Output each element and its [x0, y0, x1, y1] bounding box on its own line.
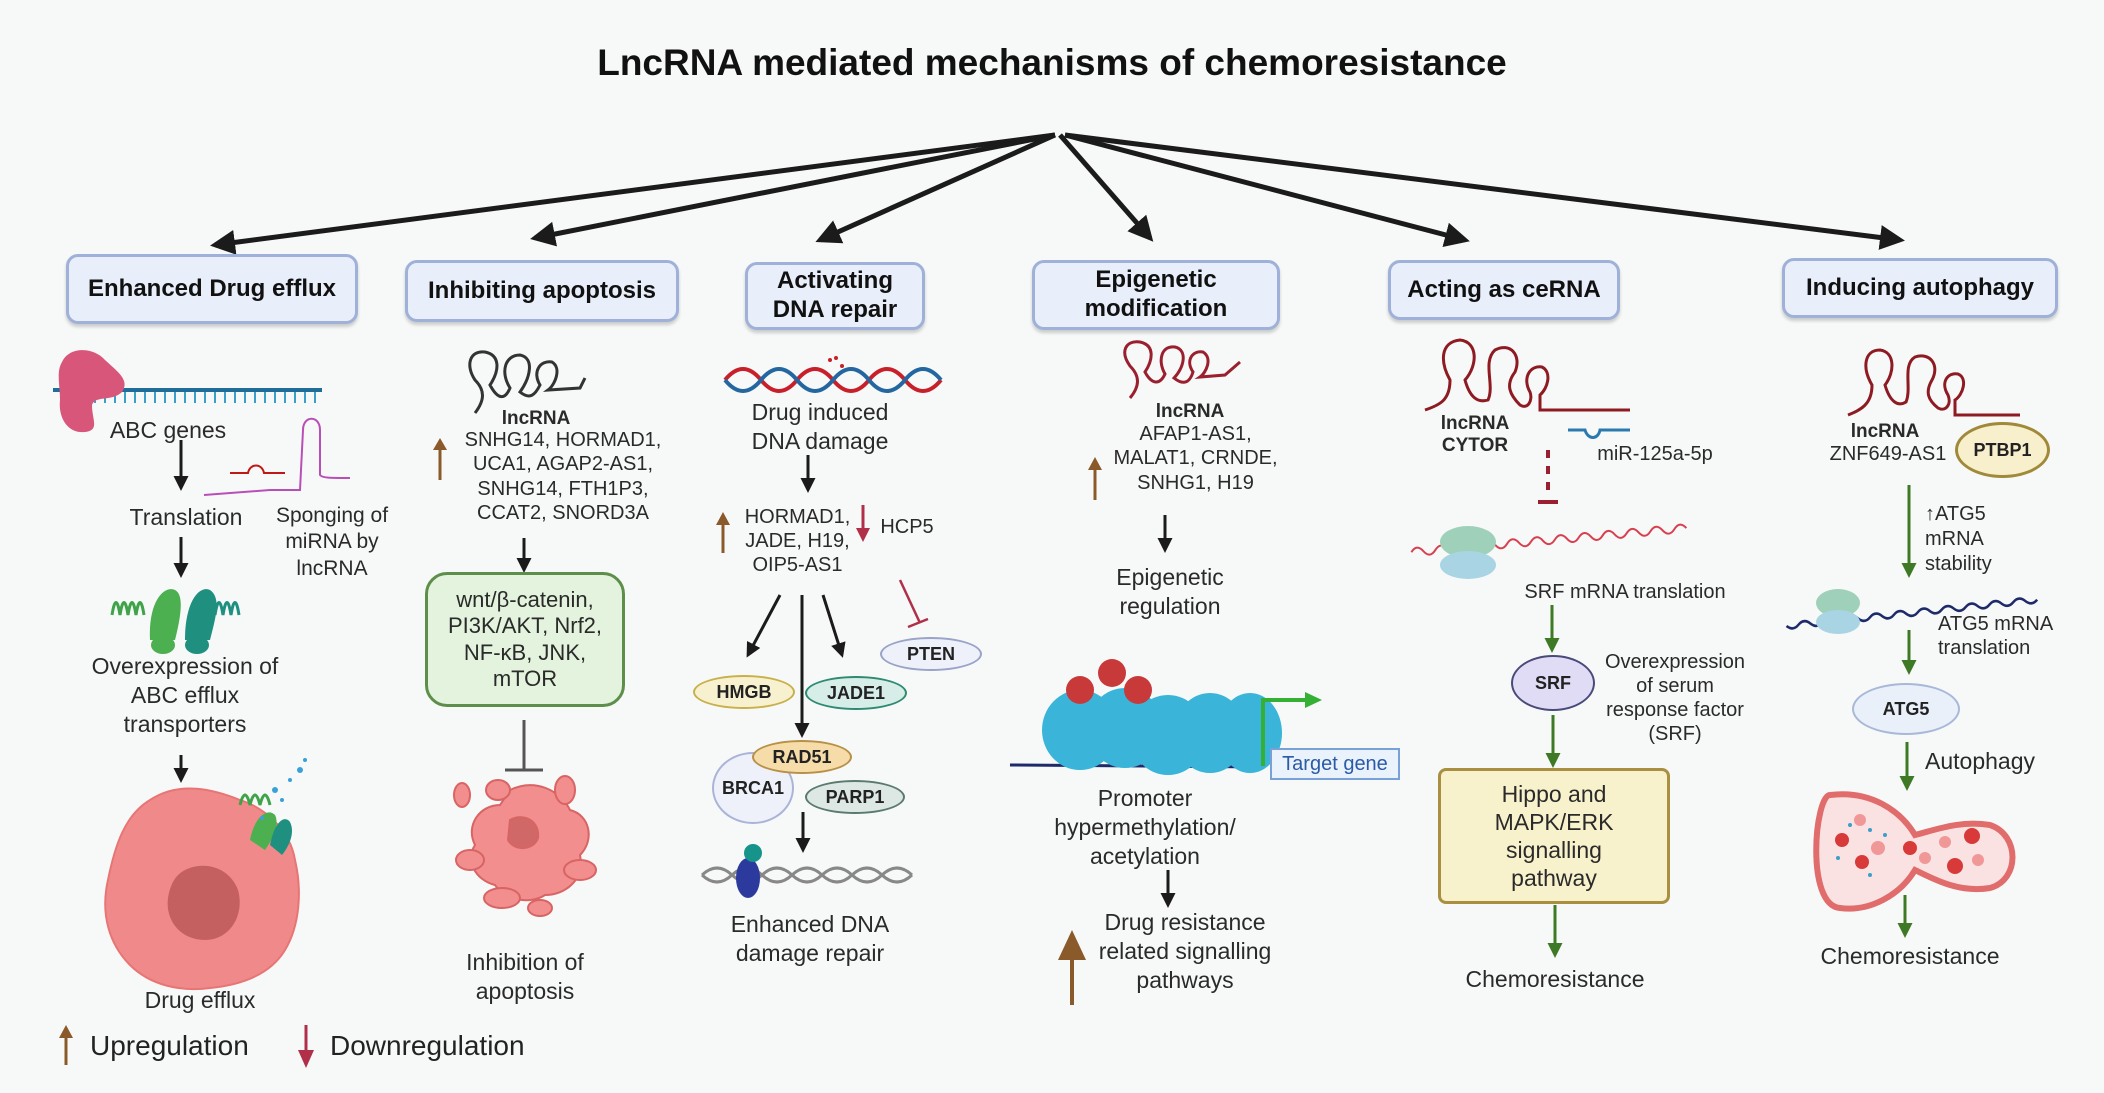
- legend-up-arrowhead-icon: [59, 1025, 73, 1038]
- abc-genes-label: ABC genes: [109, 417, 227, 443]
- legend-downregulation-label: Downregulation: [330, 1030, 525, 1061]
- arrow-to-autophagy: [1064, 132, 1905, 250]
- overexpression-abc-label: Overexpression of ABC efflux transporter…: [91, 653, 279, 737]
- chemoresistance-label: Chemoresistance: [1820, 943, 2000, 969]
- epigenetic-genes-list: AFAP1-AS1, MALAT1, CRNDE, SNHG1, H19: [1113, 423, 1278, 494]
- arrow-to-hmgb: [746, 594, 782, 658]
- hippo-mapk-pathway-box: Hippo and MAPK/ERK signalling pathway: [1438, 768, 1670, 904]
- up-arrow-head-icon: [716, 512, 730, 525]
- arrow-to-jade1: [821, 594, 846, 658]
- legend-upregulation: Upregulation: [90, 1030, 249, 1062]
- lncrna-label: lncRNA: [501, 408, 571, 429]
- protein-pten: PTEN: [880, 637, 982, 671]
- mirna-icon: [1568, 428, 1630, 439]
- srf-translation-label: SRF mRNA translation: [1524, 581, 1726, 603]
- lncrna-name-label: ZNF649-AS1: [1829, 443, 1947, 465]
- up-arrow-head-icon: [1088, 457, 1102, 470]
- atg5-translation-label: ATG5 mRNA translation: [1938, 613, 2053, 659]
- atg5-stability-label: ↑ATG5 mRNA stability: [1925, 503, 1992, 575]
- damaged-dna-icon: [723, 356, 943, 393]
- hippo-mapk-pathway-label: Hippo and MAPK/ERK signalling pathway: [1494, 780, 1614, 892]
- sponging-label: Sponging of miRNA by lncRNA: [275, 504, 389, 580]
- chemoresistance-label: Chemoresistance: [1465, 966, 1645, 992]
- nucleosome-icon: [1009, 659, 1322, 775]
- arrow-to-drug-efflux: [210, 132, 1056, 255]
- apoptosis-genes-list: SNHG14, HORMAD1, UCA1, AGAP2-AS1, SNHG14…: [464, 429, 662, 525]
- promoter-label: Promoter hypermethylation/ acetylation: [1054, 785, 1236, 869]
- lncrna-cytor-icon: [1424, 338, 1630, 412]
- legend-upregulation-label: Upregulation: [90, 1030, 249, 1061]
- lncrna-label: lncRNA: [1850, 421, 1920, 442]
- header-epigenetic-modification: Epigenetic modification: [1032, 260, 1280, 330]
- arrow-to-apoptosis: [530, 132, 1056, 247]
- mirna-label: miR-125a-5p: [1597, 443, 1713, 465]
- lncrna-icon: [1123, 340, 1241, 399]
- cancer-cell-icon: [104, 758, 307, 991]
- arrow-to-dna-repair: [815, 132, 1057, 244]
- protein-srf: SRF: [1511, 655, 1595, 711]
- header-enhanced-drug-efflux: Enhanced Drug efflux: [66, 254, 358, 324]
- lncrna-icon: [468, 350, 587, 414]
- inhibition-of-apoptosis-label: Inhibition of apoptosis: [466, 949, 584, 1004]
- protein-atg5: ATG5: [1852, 683, 1960, 735]
- protein-hmgb: HMGB: [693, 675, 795, 709]
- header-inhibiting-apoptosis: Inhibiting apoptosis: [405, 260, 679, 322]
- arrow-to-epigenetic: [1058, 133, 1154, 242]
- diagram-title: LncRNA mediated mechanisms of chemoresis…: [597, 42, 1507, 83]
- arrow-to-cerna: [1064, 132, 1470, 248]
- epigenetic-regulation-label: Epigenetic regulation: [1116, 564, 1224, 619]
- autophagy-label: Autophagy: [1925, 748, 2035, 774]
- header-inducing-autophagy: Inducing autophagy: [1782, 258, 2058, 318]
- autophagosome-icon: [1813, 791, 2016, 912]
- enhanced-repair-label: Enhanced DNA damage repair: [730, 911, 890, 966]
- translation-label: Translation: [129, 504, 243, 530]
- lncrna-icon: [1847, 348, 2020, 417]
- protein-ptbp1: PTBP1: [1955, 422, 2050, 478]
- abc-transporter-icon: [110, 589, 241, 654]
- lncrna-label: lncRNA: [1155, 401, 1225, 422]
- ribosome-icon: [1440, 526, 1496, 579]
- legend-downregulation: Downregulation: [330, 1030, 525, 1062]
- drug-efflux-label: Drug efflux: [144, 987, 256, 1013]
- protein-rad51: RAD51: [752, 740, 852, 774]
- mirna-sponge-icon: [203, 417, 351, 496]
- legend-down-arrowhead-icon: [298, 1050, 314, 1068]
- dna-repair-down-genes: HCP5: [880, 516, 934, 538]
- pathways-box: wnt/β-catenin, PI3K/AKT, Nrf2, NF-κB, JN…: [425, 572, 625, 707]
- pathways-list: wnt/β-catenin, PI3K/AKT, Nrf2, NF-κB, JN…: [447, 586, 603, 691]
- dna-helix-icon: [700, 844, 914, 898]
- ribosome-icon: [1816, 589, 1860, 634]
- fan-arrows: [210, 132, 1905, 255]
- inhibition-bar-icon: [505, 720, 543, 772]
- drug-induced-damage-label: Drug induced DNA damage: [751, 399, 889, 454]
- down-arrow-head-icon: [856, 528, 870, 542]
- header-activating-dna-repair: Activating DNA repair: [745, 262, 925, 330]
- apoptotic-cell-icon: [453, 775, 597, 917]
- polymerase-icon: [58, 350, 125, 433]
- srf-overexpression-label: Overexpression of serum response factor …: [1604, 651, 1746, 745]
- drug-resistance-pathways-label: Drug resistance related signalling pathw…: [1098, 909, 1272, 993]
- pten-inhibition-icon: [898, 579, 929, 629]
- target-gene-label: Target gene: [1270, 748, 1400, 780]
- dna-repair-up-genes: HORMAD1, JADE, H19, OIP5-AS1: [744, 506, 851, 576]
- up-arrow-head-icon: [433, 438, 447, 450]
- lncrna-cytor-label: lncRNA CYTOR: [1440, 413, 1510, 456]
- up-arrow-head-icon: [1058, 930, 1086, 960]
- header-acting-as-cerna: Acting as ceRNA: [1388, 260, 1620, 320]
- protein-parp1: PARP1: [805, 780, 905, 814]
- protein-jade1: JADE1: [805, 676, 907, 710]
